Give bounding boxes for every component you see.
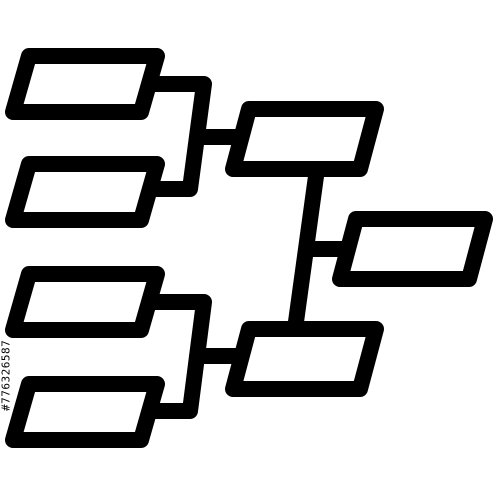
bracket-box-round1-2 [5, 156, 165, 228]
stock-id-label: #776326587 [0, 339, 13, 411]
bracket-box-round1-1 [5, 48, 165, 120]
bracket-box-final [332, 211, 493, 287]
bracket-box-round1-4 [5, 376, 165, 448]
bracket-box-round2-2 [225, 321, 384, 397]
bracket-box-round1-3 [5, 266, 165, 338]
bracket-connector-bottom [142, 294, 246, 419]
bracket-connector-top [142, 76, 246, 197]
bracket-connector-final [287, 161, 353, 337]
bracket-box-round2-1 [225, 101, 384, 177]
